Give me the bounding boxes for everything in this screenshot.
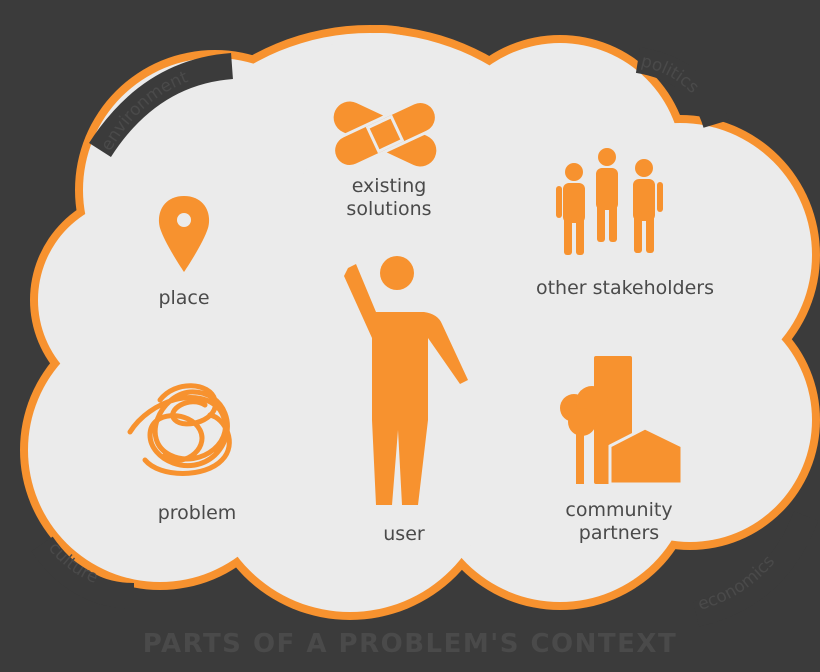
group-people-icon xyxy=(556,148,663,255)
community-partners-label-line2: partners xyxy=(579,522,659,544)
other-stakeholders-label: other stakeholders xyxy=(536,277,714,299)
tangle-icon xyxy=(127,383,232,476)
bandage-icon xyxy=(332,100,438,168)
existing-solutions-label-line2: solutions xyxy=(346,198,431,220)
map-pin-icon xyxy=(158,196,210,272)
person-waving-icon xyxy=(344,256,468,505)
community-partners-label-line1: community xyxy=(565,499,672,521)
diagram-title: PARTS OF A PROBLEM'S CONTEXT xyxy=(143,629,677,659)
community-buildings-icon xyxy=(560,356,684,486)
user-label: user xyxy=(383,523,425,545)
place-label: place xyxy=(158,287,209,309)
existing-solutions-label-line1: existing xyxy=(352,175,427,197)
problem-label: problem xyxy=(158,502,237,524)
